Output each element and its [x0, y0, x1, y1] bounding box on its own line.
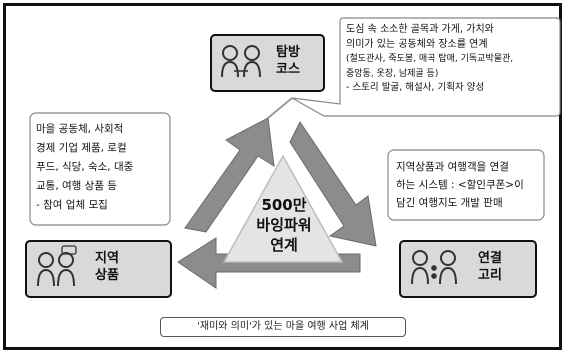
note-right-line: 지역상품과 여행객을 연결 [396, 161, 509, 173]
center-label: 500만 바잉파워 연계 [224, 195, 344, 255]
center-line1: 500만 [261, 196, 307, 214]
note-top-right-line: - 스토리 발굴, 해설사, 기획자 양성 [346, 82, 485, 93]
node-top-line2: 코스 [276, 62, 300, 77]
center-line3: 연계 [270, 236, 298, 254]
node-label-right: 연결 고리 [478, 250, 502, 284]
note-bubble-left [29, 112, 171, 226]
center-line2: 바잉파워 [256, 216, 312, 234]
node-box-right [399, 240, 537, 298]
connector-top [267, 97, 293, 119]
note-left: 마을 공동체, 사회적 경제 기업 제품, 로컬 푸드, 식당, 숙소, 대중 … [36, 120, 133, 215]
node-label-top: 탐방 코스 [276, 44, 300, 78]
note-left-line: 마을 공동체, 사회적 [36, 123, 124, 135]
note-left-line: 교통, 여행 상품 등 [36, 180, 117, 192]
cycle-arrow-top-left [184, 117, 275, 233]
note-left-line: 푸드, 식당, 숙소, 대중 [36, 161, 134, 173]
note-top-right-line: (철도관사, 죽도봉, 매곡 탑매, 기독교박물관, [346, 54, 514, 64]
node-left-line1: 지역 [95, 251, 119, 266]
people-chat-icon [37, 245, 77, 287]
note-right-line: 하는 시스템 : <할인쿠폰>이 [396, 179, 524, 191]
note-bubble-top-right [291, 17, 561, 117]
note-top-right: 도심 속 소소한 골목과 가게, 가치와 의미가 있는 공동체와 장소를 연계 … [346, 23, 513, 96]
note-left-line: 경제 기업 제품, 로컬 [36, 142, 127, 154]
node-left-line2: 상품 [95, 268, 119, 283]
node-box-top [210, 34, 325, 92]
node-right-line2: 고리 [478, 268, 502, 283]
node-top-line1: 탐방 [276, 45, 300, 60]
note-right-line: 담긴 여행지도 개발 판매 [396, 197, 503, 209]
node-label-left: 지역 상품 [95, 250, 119, 284]
note-left-line: - 참여 업체 모집 [36, 199, 108, 211]
note-top-right-line: 중앙동, 옷장, 남제골 등) [346, 68, 439, 79]
cycle-arrow-right [289, 121, 377, 247]
note-right: 지역상품과 여행객을 연결 하는 시스템 : <할인쿠폰>이 담긴 여행지도 개… [396, 158, 524, 212]
note-top-right-line: 도심 속 소소한 골목과 가게, 가치와 [346, 24, 494, 35]
note-top-right-line: 의미가 있는 공동체와 장소를 연계 [346, 38, 488, 50]
center-triangle [222, 154, 344, 263]
note-bubble-right [387, 149, 545, 221]
people-link-icon [411, 250, 457, 285]
node-right-line1: 연결 [478, 251, 502, 266]
diagram-caption: '재미와 의미'가 있는 마을 여행 사업 체계 [160, 317, 406, 337]
people-icon [221, 45, 261, 78]
